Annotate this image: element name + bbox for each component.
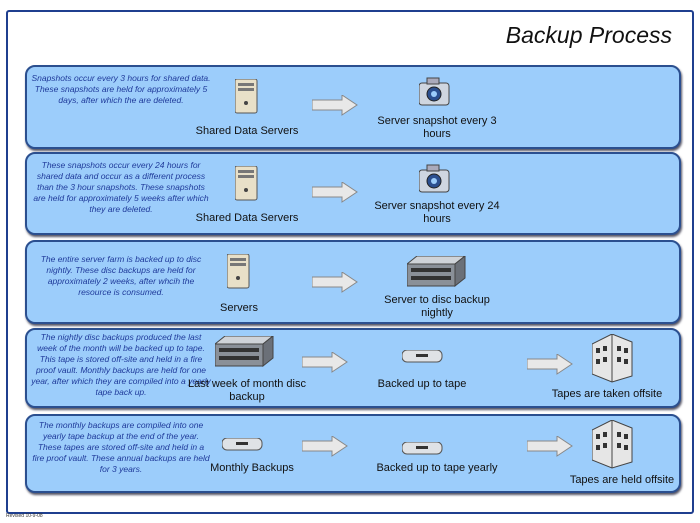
step-label: Backed up to tape: [377, 378, 467, 390]
process-row-disc-nightly: The entire server farm is backed up to d…: [25, 240, 681, 324]
page-title: Backup Process: [505, 22, 672, 48]
row-description: The monthly backups are compiled into on…: [32, 420, 210, 475]
revision-note: Revised 10-9-08: [6, 513, 43, 519]
step-label: Last week of month disc backup: [187, 378, 306, 404]
process-row-24hour-snapshot: These snapshots occur every 24 hours for…: [25, 152, 681, 235]
row-description: The entire server farm is backed up to d…: [40, 254, 202, 298]
step-label: Server snapshot every 3 hours: [377, 115, 497, 141]
camera-icon: [419, 164, 450, 193]
arrow-right-icon: [312, 272, 358, 293]
row-description: The nightly disc backups produced the la…: [31, 332, 211, 398]
process-row-monthly-tape: The nightly disc backups produced the la…: [25, 328, 681, 408]
arrow-right-icon: [312, 182, 358, 203]
camera-icon: [419, 77, 450, 106]
offsite-building-icon: [592, 334, 633, 383]
arrow-right-icon: [527, 354, 573, 375]
process-row-3hour-snapshot: Snapshots occur every 3 hours for shared…: [25, 65, 681, 149]
step-label: Monthly Backups: [210, 462, 294, 474]
arrow-right-icon: [527, 436, 573, 457]
arrow-right-icon: [302, 352, 348, 373]
server-icon: [227, 254, 250, 289]
tape-icon: [402, 350, 443, 363]
step-label: Servers: [220, 302, 258, 314]
step-label: Server snapshot every 24 hours: [374, 200, 500, 226]
row-description: These snapshots occur every 24 hours for…: [33, 160, 209, 215]
step-label: Tapes are taken offsite: [551, 388, 663, 400]
offsite-building-icon: [592, 420, 633, 469]
arrow-right-icon: [312, 95, 358, 116]
server-icon: [235, 79, 258, 114]
server-icon: [235, 166, 258, 201]
step-label: Server to disc backup nightly: [384, 294, 490, 320]
row-description: Snapshots occur every 3 hours for shared…: [31, 73, 211, 106]
step-label: Tapes are held offsite: [569, 474, 675, 486]
diagram-frame: [6, 10, 694, 514]
step-label: Shared Data Servers: [195, 125, 299, 137]
step-label: Shared Data Servers: [195, 212, 299, 224]
arrow-right-icon: [302, 436, 348, 457]
disc-array-icon: [407, 256, 466, 287]
step-label: Backed up to tape yearly: [376, 462, 498, 474]
tape-icon: [222, 438, 263, 451]
tape-icon: [402, 442, 443, 455]
process-row-yearly-tape: The monthly backups are compiled into on…: [25, 414, 681, 493]
disc-array-icon: [215, 336, 274, 367]
